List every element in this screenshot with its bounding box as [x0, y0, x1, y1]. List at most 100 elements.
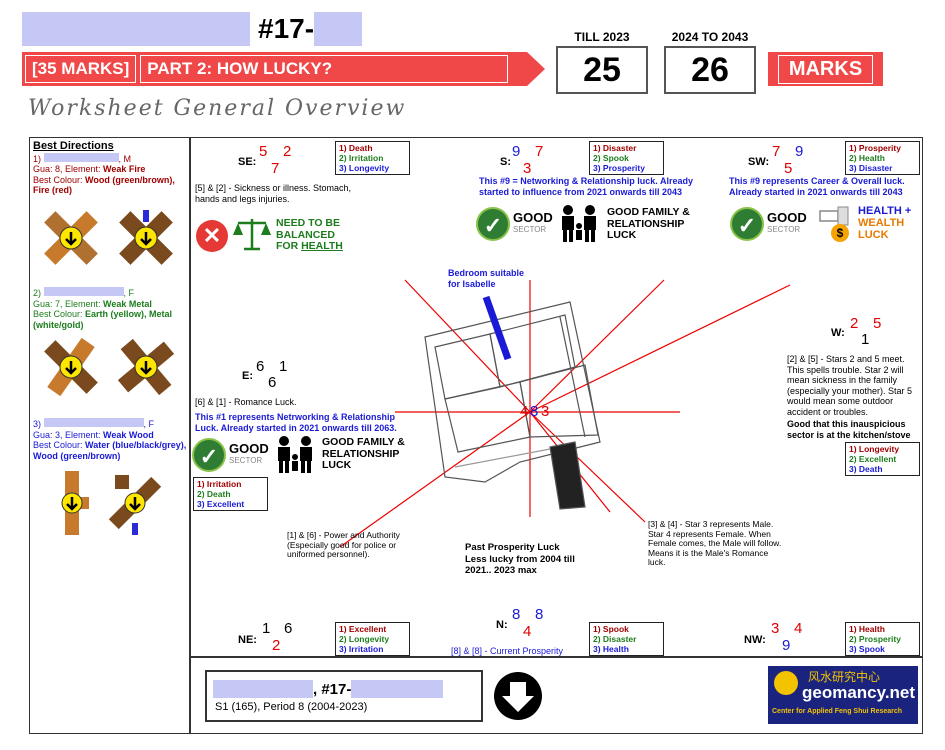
marks-label: MARKS [768, 52, 883, 86]
person-2-direction-icons [44, 337, 175, 397]
flying-star-chart [190, 137, 923, 657]
check-icon: ✓ [476, 207, 510, 241]
n-note: [8] & [8] - Current Prosperity [451, 646, 564, 656]
sw-label: SW: [748, 156, 770, 168]
ne-star-c: 2 [272, 637, 281, 654]
nw-label: NW: [744, 634, 766, 646]
n-star-a: 8 [512, 606, 521, 623]
family-icon [278, 436, 312, 473]
part-label-box: PART 2: HOW LUCKY? [140, 55, 509, 83]
e-note-1: [6] & [1] - Romance Luck. [195, 397, 297, 407]
w-star-a: 2 [850, 315, 859, 332]
banner-arrow-icon [527, 52, 545, 86]
period1-label: TILL 2023 [574, 30, 630, 44]
note-3-4: [3] & [4] - Star 3 represents Male. Star… [648, 519, 782, 567]
geomancy-logo: 风水研究中心 geomancy.net Center for Applied F… [768, 666, 918, 724]
sw-star-c: 5 [784, 160, 793, 177]
unit-number: #17- [258, 13, 315, 44]
ne-star-a: 1 [262, 620, 271, 637]
sw-star-b: 9 [795, 143, 804, 160]
sw-note: This #9 represents Career & Overall luck… [729, 176, 905, 197]
person-1-direction-icons [44, 210, 173, 265]
center-star-c: 3 [541, 403, 550, 420]
footer-panel [190, 657, 923, 734]
nw-star-a: 3 [771, 620, 780, 637]
se-note: [5] & [2] - Sickness or illness. Stomach… [195, 183, 352, 204]
w-label: W: [831, 327, 845, 339]
family-icon [562, 205, 596, 242]
worksheet-subtitle: Worksheet General Overview [28, 96, 407, 121]
n-star-b: 8 [535, 606, 544, 623]
s-star-a: 9 [512, 143, 521, 160]
address-period: S1 (165), Period 8 (2004-2023) [215, 701, 368, 713]
health-wealth-icon: $ [819, 206, 849, 242]
scale-icon [233, 219, 271, 251]
title-banner: [35 MARKS] PART 2: HOW LUCKY? [22, 52, 527, 86]
ne-label: NE: [238, 634, 257, 646]
floorplan-image [424, 301, 601, 510]
s-star-b: 7 [535, 143, 544, 160]
s-luck: GOOD FAMILY & RELATIONSHIP LUCK [607, 206, 690, 241]
n-label: N: [496, 619, 508, 631]
best-directions-heading: Best Directions [33, 140, 114, 152]
sw-luck: HEALTH + WEALTH LUCK [858, 205, 912, 241]
bedroom-note: Bedroom suitable for Isabelle [448, 268, 525, 289]
marks-tag: [35 MARKS] [25, 55, 137, 83]
arrow-down-icon [494, 672, 542, 720]
e-note-2: This #1 represents Netrworking & Relatio… [195, 412, 397, 433]
s-label: S: [500, 156, 511, 168]
address-box: , #17- S1 (165), Period 8 (2004-2023) [205, 670, 483, 722]
check-icon: ✓ [192, 438, 226, 472]
s-star-c: 3 [523, 160, 532, 177]
s-note: This #9 = Networking & Relationship luck… [479, 176, 693, 197]
w-note-bold: Good that this inauspicious sector is at… [787, 419, 911, 440]
se-star-c: 7 [271, 160, 280, 177]
period1-score: 25 [556, 46, 648, 94]
note-1-6: [1] & [6] - Power and Authority (Especia… [287, 530, 400, 559]
redacted-name [22, 12, 250, 46]
sector-lines [339, 279, 791, 548]
past-prosperity-body: Less lucky from 2004 till 2021.. 2023 ma… [465, 554, 575, 576]
se-label: SE: [238, 156, 257, 168]
yin-yang-icon [774, 671, 798, 695]
sw-star-a: 7 [772, 143, 781, 160]
person-3-direction-icons [61, 471, 162, 535]
page-title: #17- [22, 12, 363, 46]
w-note: [2] & [5] - Stars 2 and 5 meet. This spe… [787, 354, 913, 417]
check-icon: ✓ [730, 207, 764, 241]
ne-star-b: 6 [284, 620, 293, 637]
e-luck: GOOD FAMILY & RELATIONSHIP LUCK [322, 436, 405, 471]
nw-star-b: 4 [794, 620, 803, 637]
w-star-b: 5 [873, 315, 882, 332]
person-2-info: 2) , F Gua: 7, Element: Weak Metal Best … [33, 287, 173, 330]
svg-text:$: $ [837, 226, 844, 240]
redacted-unit [314, 12, 363, 46]
center-star-a: 4 [520, 403, 529, 420]
se-health-note: NEED TO BE BALANCED FOR HEALTH [276, 217, 343, 252]
past-prosperity-title: Past Prosperity Luck [465, 542, 560, 553]
se-star-b: 2 [283, 143, 292, 160]
person-3-info: 3) , F Gua: 3, Element: Weak Wood Best C… [33, 418, 187, 461]
best-directions-panel: Best Directions 1) , M Gua: 8, Element: … [29, 137, 190, 734]
e-star-a: 6 [256, 358, 265, 375]
se-star-a: 5 [259, 143, 268, 160]
address-unit: , #17- [313, 680, 352, 698]
w-star-c: 1 [861, 331, 870, 348]
person-1-info: 1) , M Gua: 8, Element: Weak Fire Best C… [33, 152, 175, 195]
cross-icon: ✕ [196, 220, 228, 252]
period2-label: 2024 TO 2043 [671, 30, 749, 44]
period2-score: 26 [664, 46, 756, 94]
e-star-b: 1 [279, 358, 288, 375]
center-star-b: 8 [530, 403, 539, 420]
e-star-c: 6 [268, 374, 277, 391]
